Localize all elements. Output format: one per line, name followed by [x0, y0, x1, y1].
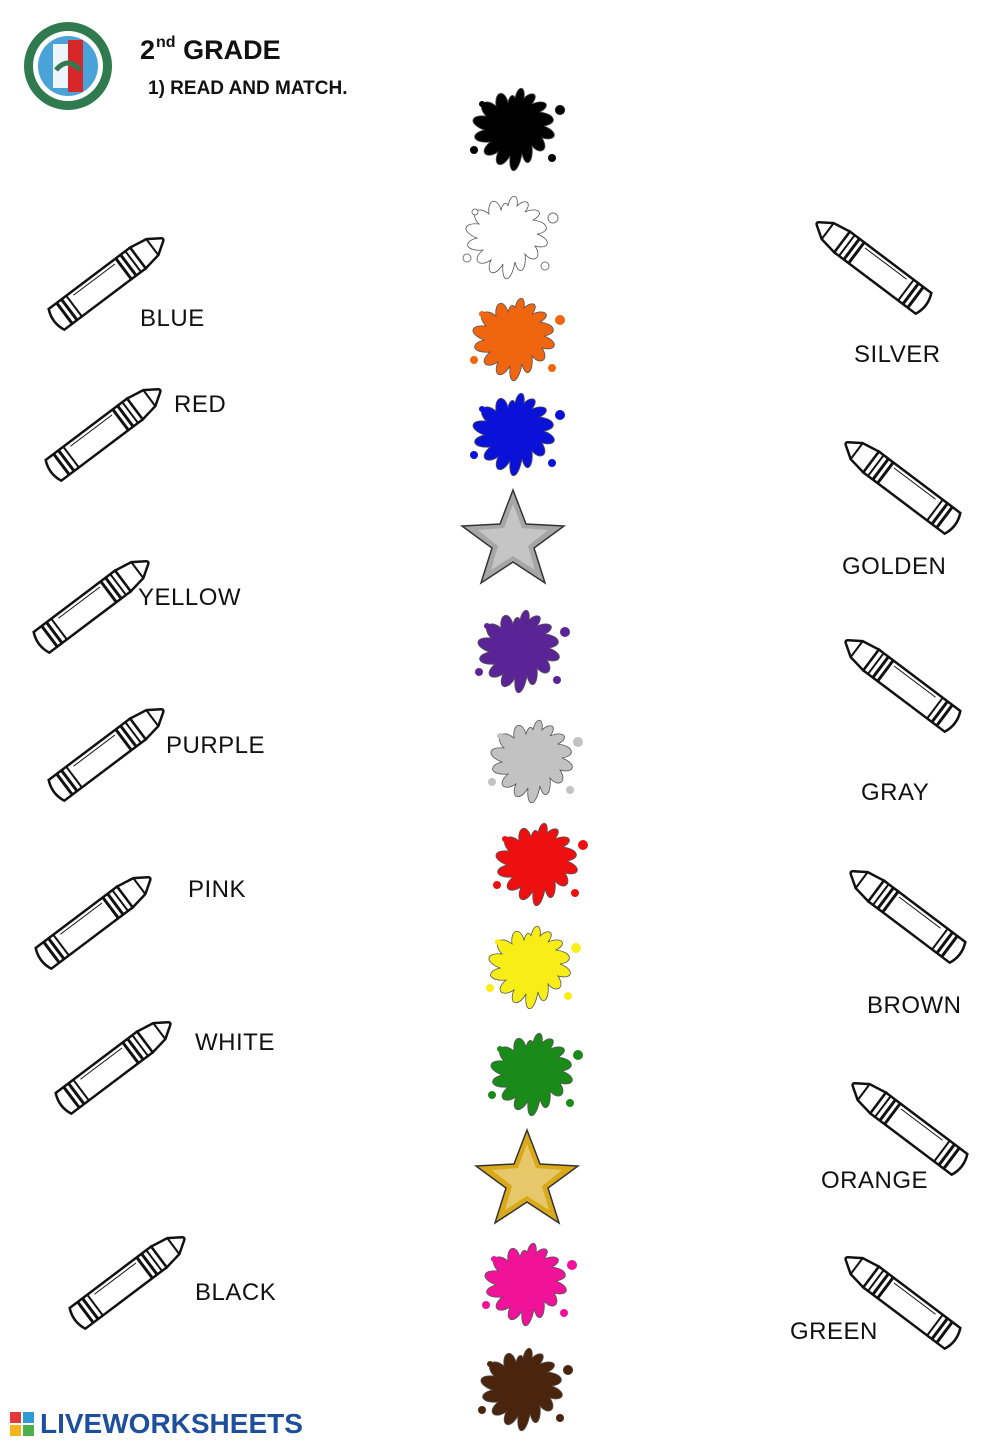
splat-icon-black[interactable] — [460, 80, 575, 180]
word-white[interactable]: WHITE — [195, 1029, 275, 1056]
splat-icon-green[interactable] — [478, 1025, 593, 1125]
footer-brand[interactable]: LIVEWORKSHEETS — [10, 1408, 303, 1440]
splat-icon-pink[interactable] — [472, 1235, 587, 1335]
star-icon-gold[interactable] — [472, 1126, 582, 1226]
word-orange[interactable]: ORANGE — [821, 1167, 929, 1194]
word-silver[interactable]: SILVER — [854, 341, 941, 368]
crayon-icon[interactable] — [824, 616, 974, 746]
splat-icon-brown[interactable] — [468, 1340, 583, 1440]
crayon-icon[interactable] — [795, 198, 945, 328]
crayon-icon[interactable] — [22, 853, 172, 983]
star-icon-silver[interactable] — [458, 486, 568, 586]
school-seal-logo — [24, 22, 112, 110]
splat-icon-gray[interactable] — [478, 712, 593, 812]
crayon-icon[interactable] — [56, 1213, 206, 1343]
splat-icon-orange[interactable] — [460, 290, 575, 390]
word-purple[interactable]: PURPLE — [166, 732, 266, 759]
word-blue[interactable]: BLUE — [140, 305, 205, 332]
splat-icon-yellow[interactable] — [476, 918, 591, 1018]
word-pink[interactable]: PINK — [188, 876, 247, 903]
grade-word: GRADE — [183, 35, 281, 65]
liveworksheets-logo-icon — [10, 1412, 34, 1436]
crayon-icon[interactable] — [32, 365, 182, 495]
crayon-icon[interactable] — [824, 418, 974, 548]
splat-icon-red[interactable] — [483, 815, 598, 915]
footer-brand-text: LIVEWORKSHEETS — [40, 1408, 303, 1439]
word-gray[interactable]: GRAY — [861, 779, 930, 806]
word-golden[interactable]: GOLDEN — [842, 553, 947, 580]
splat-icon-blue[interactable] — [460, 385, 575, 485]
instruction-text: 1) READ AND MATCH. — [148, 78, 348, 99]
grade-suffix: nd — [156, 34, 176, 51]
crayon-icon[interactable] — [35, 685, 185, 815]
word-brown[interactable]: BROWN — [867, 992, 962, 1019]
splat-icon-purple[interactable] — [465, 602, 580, 702]
grade-number: 2 — [140, 35, 156, 65]
page-title: 2nd GRADE — [140, 34, 281, 66]
word-black[interactable]: BLACK — [195, 1279, 277, 1306]
splat-icon-white[interactable] — [453, 188, 568, 288]
word-yellow[interactable]: YELLOW — [138, 584, 242, 611]
word-red[interactable]: RED — [174, 391, 227, 418]
crayon-icon[interactable] — [42, 998, 192, 1128]
word-green[interactable]: GREEN — [790, 1318, 878, 1345]
crayon-icon[interactable] — [829, 847, 979, 977]
